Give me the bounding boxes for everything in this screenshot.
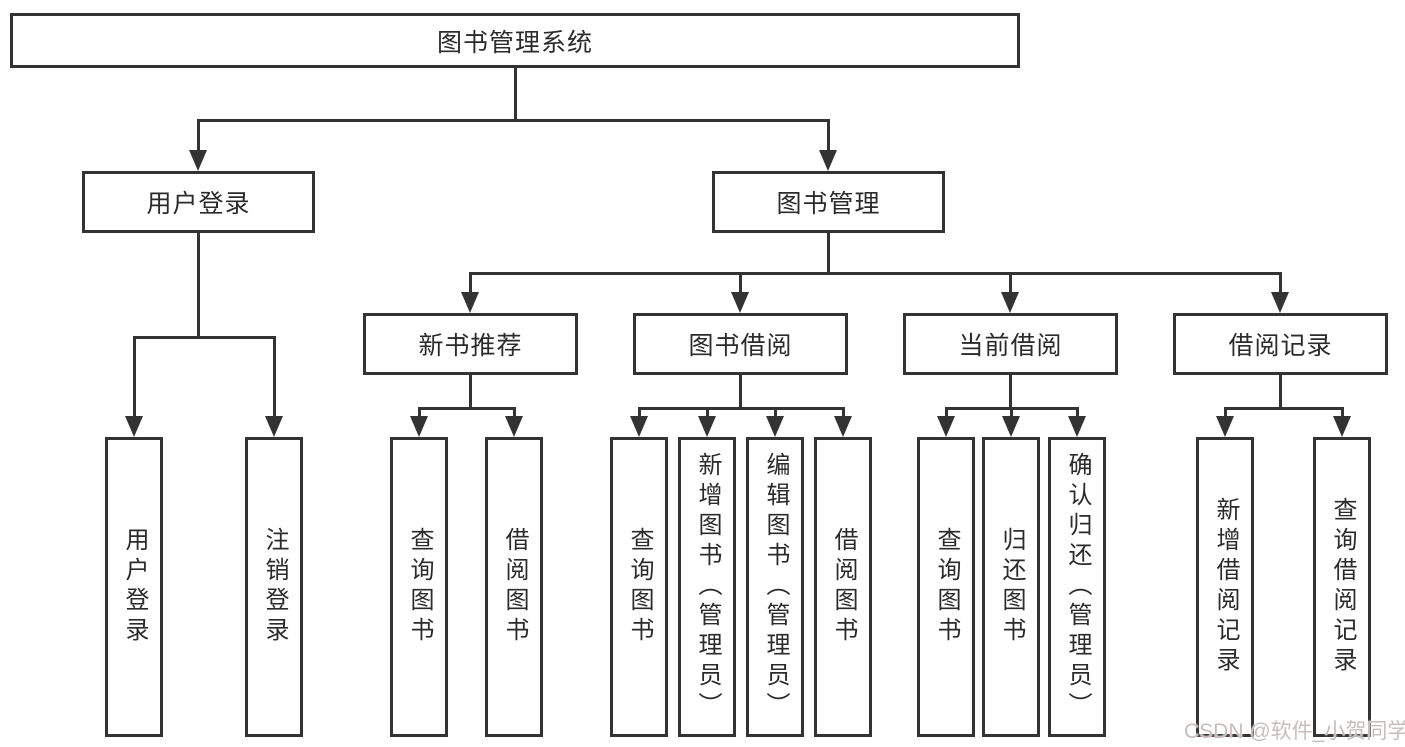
connector-line [706, 407, 709, 421]
connector-line [1224, 407, 1227, 421]
arrowhead-down-icon [819, 150, 837, 171]
leaf-query-books-borrowing: 查询图书 [610, 437, 668, 737]
connector-line [419, 407, 514, 410]
leaf-return-books: 归还图书 [982, 437, 1040, 737]
connector-line [1009, 272, 1012, 295]
arrowhead-down-icon [1271, 292, 1289, 313]
leaf-add-book-admin: 新增图书（管理员） [678, 437, 736, 737]
arrowhead-down-icon [731, 292, 749, 313]
arrowhead-down-icon [1333, 416, 1351, 437]
connector-line [739, 375, 742, 410]
arrowhead-down-icon [630, 416, 648, 437]
leaf-borrow-books-borrowing: 借阅图书 [814, 437, 872, 737]
connector-line [470, 272, 1280, 275]
arrowhead-down-icon [1216, 416, 1234, 437]
connector-line [514, 68, 517, 122]
arrowhead-down-icon [410, 416, 428, 437]
arrowhead-down-icon [1001, 292, 1019, 313]
node-borrowing-records: 借阅记录 [1173, 313, 1388, 375]
csdn-watermark: CSDN @软件_小贺同学 [1184, 720, 1405, 743]
connector-line [418, 407, 421, 421]
arrowhead-down-icon [265, 416, 283, 437]
connector-line [739, 272, 742, 295]
connector-line [639, 407, 843, 410]
connector-line [197, 233, 200, 339]
node-book-management: 图书管理 [712, 171, 945, 233]
connector-line [197, 119, 200, 153]
connector-line [1279, 375, 1282, 410]
leaf-logout: 注销登录 [245, 437, 303, 737]
arrowhead-down-icon [189, 150, 207, 171]
node-library-management-system: 图书管理系统 [10, 13, 1020, 68]
connector-line [1279, 272, 1282, 295]
connector-line [827, 119, 830, 153]
connector-line [133, 336, 136, 418]
connector-line [134, 336, 274, 339]
leaf-borrow-books-recommend: 借阅图书 [485, 437, 543, 737]
leaf-confirm-return-admin: 确认归还（管理员） [1048, 437, 1106, 737]
leaf-edit-book-admin: 编辑图书（管理员） [746, 437, 804, 737]
leaf-add-borrow-record: 新增借阅记录 [1196, 437, 1254, 737]
arrowhead-down-icon [505, 416, 523, 437]
connector-line [1009, 375, 1012, 410]
node-new-book-recommendation: 新书推荐 [363, 313, 578, 375]
node-book-borrowing: 图书借阅 [633, 313, 848, 375]
arrowhead-down-icon [834, 416, 852, 437]
leaf-query-books-recommend: 查询图书 [390, 437, 448, 737]
arrowhead-down-icon [1068, 416, 1086, 437]
connector-line [774, 407, 777, 421]
leaf-query-books-current: 查询图书 [917, 437, 975, 737]
arrowhead-down-icon [766, 416, 784, 437]
arrowhead-down-icon [1002, 416, 1020, 437]
connector-line [469, 272, 472, 295]
connector-line [1225, 407, 1342, 410]
connector-line [1341, 407, 1344, 421]
arrowhead-down-icon [698, 416, 716, 437]
node-user-login: 用户登录 [82, 171, 315, 233]
arrowhead-down-icon [125, 416, 143, 437]
leaf-user-login: 用户登录 [105, 437, 163, 737]
connector-line [273, 336, 276, 418]
connector-line [842, 407, 845, 421]
node-current-borrowing: 当前借阅 [903, 313, 1118, 375]
connector-line [1010, 407, 1013, 421]
connector-line [638, 407, 641, 421]
connector-line [513, 407, 516, 421]
arrowhead-down-icon [461, 292, 479, 313]
arrowhead-down-icon [937, 416, 955, 437]
connector-line [469, 375, 472, 410]
connector-line [827, 233, 830, 275]
connector-line [198, 119, 830, 122]
connector-line [945, 407, 948, 421]
connector-line [1076, 407, 1079, 421]
leaf-query-borrow-record: 查询借阅记录 [1313, 437, 1371, 737]
